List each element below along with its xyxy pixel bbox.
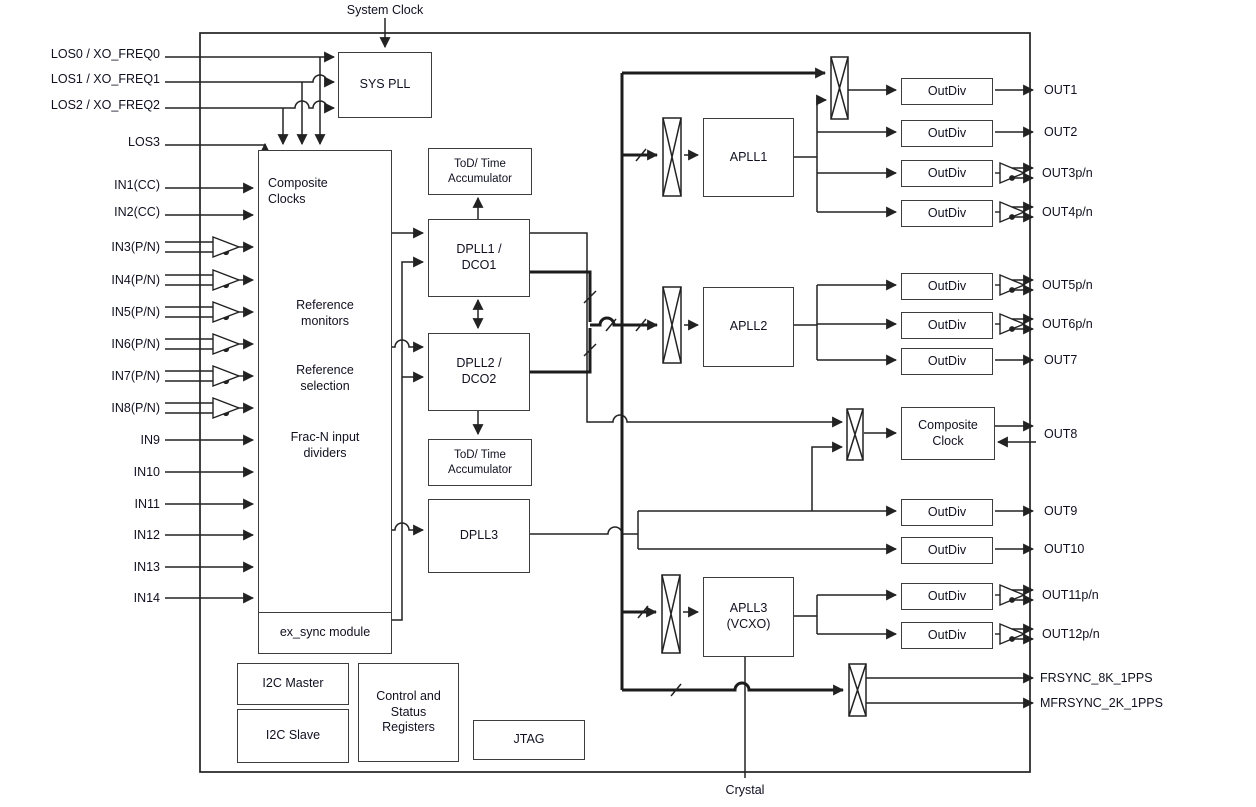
outdiv-block-out2: OutDiv xyxy=(901,120,993,147)
pin-label-in4: IN4(P/N) xyxy=(111,273,160,287)
pin-label-in13: IN13 xyxy=(133,560,160,574)
dpll3-block: DPLL3 xyxy=(428,499,530,573)
mux-icon xyxy=(830,56,849,120)
pin-label-out12: OUT12p/n xyxy=(1042,627,1100,641)
pin-label-in9: IN9 xyxy=(140,433,160,447)
outdiv-block-out7: OutDiv xyxy=(901,348,993,375)
composite-clock-output-block: Composite Clock xyxy=(901,407,995,460)
pin-label-out1: OUT1 xyxy=(1044,83,1078,97)
pin-label-los0: LOS0 / XO_FREQ0 xyxy=(50,47,160,61)
tod-time-accumulator-block: ToD/ Time Accumulator xyxy=(428,148,532,195)
diff-output-driver-icon xyxy=(995,583,1035,607)
diff-input-buffer-icon xyxy=(165,300,255,324)
pin-label-in3: IN3(P/N) xyxy=(111,240,160,254)
bus-slash-marks xyxy=(583,148,682,697)
pin-label-in10: IN10 xyxy=(133,465,160,479)
diff-output-driver-icon xyxy=(995,161,1035,185)
diff-input-buffer-icon xyxy=(165,364,255,388)
outdiv-block-out4: OutDiv xyxy=(901,200,993,227)
pin-label-frsync: FRSYNC_8K_1PPS xyxy=(1040,671,1153,685)
dpll2-block: DPLL2 / DCO2 xyxy=(428,333,530,411)
diff-output-driver-icon xyxy=(995,622,1035,646)
dpll1-block: DPLL1 / DCO1 xyxy=(428,219,530,297)
mux-icon xyxy=(662,286,682,364)
apll2-block: APLL2 xyxy=(703,287,794,367)
outdiv-block-out10: OutDiv xyxy=(901,537,993,564)
diff-input-buffer-icon xyxy=(165,268,255,292)
pin-label-in6: IN6(P/N) xyxy=(111,337,160,351)
pin-label-out6: OUT6p/n xyxy=(1042,317,1093,331)
mux-icon xyxy=(848,663,867,717)
sys-pll-block: SYS PLL xyxy=(338,52,432,118)
crystal-label: Crystal xyxy=(725,783,765,797)
pin-label-mfrsync: MFRSYNC_2K_1PPS xyxy=(1040,696,1163,710)
control-status-registers-block: Control and Status Registers xyxy=(358,663,459,762)
apll3-block: APLL3 (VCXO) xyxy=(703,577,794,657)
outdiv-block-out9: OutDiv xyxy=(901,499,993,526)
i2c-slave-block: I2C Slave xyxy=(237,709,349,763)
outdiv-block-out1: OutDiv xyxy=(901,78,993,105)
diff-input-buffer-icon xyxy=(165,332,255,356)
outdiv-block-out12: OutDiv xyxy=(901,622,993,649)
outdiv-block-out11: OutDiv xyxy=(901,583,993,610)
pin-label-in11: IN11 xyxy=(134,497,160,511)
pin-label-out2: OUT2 xyxy=(1044,125,1078,139)
mux-icon xyxy=(661,574,681,654)
reference-selection-label: Reference selection xyxy=(296,363,354,394)
pin-label-in7: IN7(P/N) xyxy=(111,369,160,383)
diff-input-buffer-icon xyxy=(165,396,255,420)
mux-icon xyxy=(846,408,864,461)
reference-monitors-label: Reference monitors xyxy=(296,298,354,329)
pin-label-in2: IN2(CC) xyxy=(114,205,160,219)
pin-label-out9: OUT9 xyxy=(1044,504,1078,518)
ex-sync-block: ex_sync module xyxy=(258,612,392,654)
outdiv-block-out3: OutDiv xyxy=(901,160,993,187)
pin-label-out7: OUT7 xyxy=(1044,353,1078,367)
diff-output-driver-icon xyxy=(995,200,1035,224)
pin-label-in12: IN12 xyxy=(133,528,160,542)
pin-label-los2: LOS2 / XO_FREQ2 xyxy=(50,98,160,112)
frac-n-dividers-label: Frac-N input dividers xyxy=(290,430,360,461)
apll1-block: APLL1 xyxy=(703,118,794,197)
pin-label-in8: IN8(P/N) xyxy=(111,401,160,415)
diff-input-buffer-icon xyxy=(165,235,255,259)
diff-output-driver-icon xyxy=(995,312,1035,336)
outdiv-block-out6: OutDiv xyxy=(901,312,993,339)
pin-label-out10: OUT10 xyxy=(1044,542,1085,556)
input-block: Composite Clocks Reference monitors Refe… xyxy=(258,150,392,614)
diff-output-driver-icon xyxy=(995,273,1035,297)
pin-label-out4: OUT4p/n xyxy=(1042,205,1093,219)
i2c-master-block: I2C Master xyxy=(237,663,349,705)
pin-label-los3: LOS3 xyxy=(128,135,160,149)
pin-label-out3: OUT3p/n xyxy=(1042,166,1093,180)
outdiv-block-out5: OutDiv xyxy=(901,273,993,300)
jtag-block: JTAG xyxy=(473,720,585,760)
pin-label-in5: IN5(P/N) xyxy=(111,305,160,319)
pin-label-out8: OUT8 xyxy=(1044,427,1078,441)
pin-label-out5: OUT5p/n xyxy=(1042,278,1093,292)
pin-label-out11: OUT11p/n xyxy=(1042,588,1099,602)
tod-time-accumulator-block: ToD/ Time Accumulator xyxy=(428,439,532,486)
pin-label-in14: IN14 xyxy=(133,591,160,605)
pin-label-in1: IN1(CC) xyxy=(114,178,160,192)
pin-label-los1: LOS1 / XO_FREQ1 xyxy=(50,72,160,86)
system-clock-label: System Clock xyxy=(346,3,424,17)
mux-icon xyxy=(662,117,682,197)
composite-clocks-label: Composite Clocks xyxy=(268,176,328,207)
